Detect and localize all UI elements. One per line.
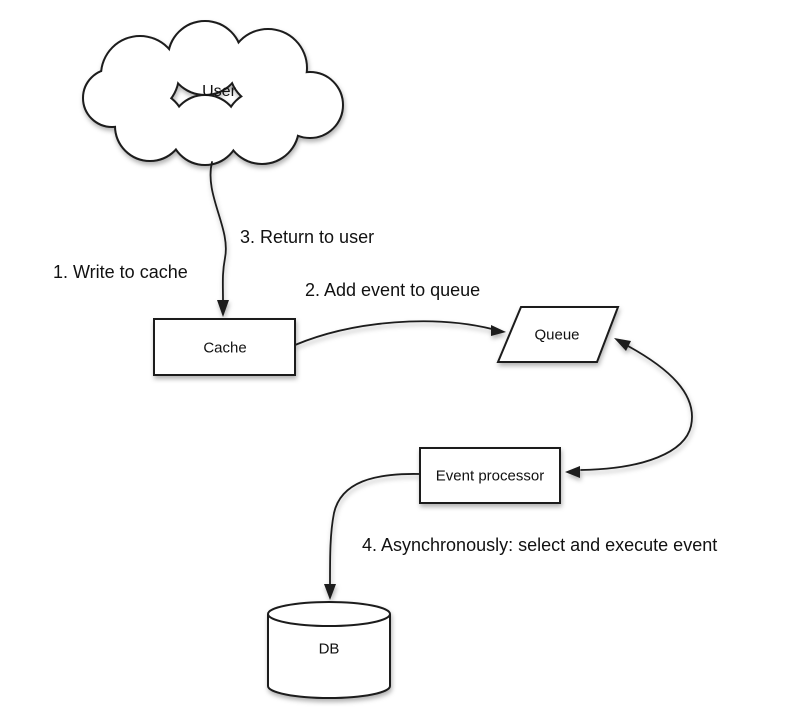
node-label-user: User: [202, 83, 236, 100]
event-processor-box-shape: [419, 447, 561, 504]
cache-box-shape: [153, 318, 296, 376]
node-label-cache: Cache: [203, 339, 247, 357]
edge-label-step1: 1. Write to cache: [53, 262, 188, 282]
arrowhead-into-cache: [217, 300, 229, 317]
db-cylinder-shape: [267, 601, 391, 699]
arrowhead-into-db: [324, 584, 336, 600]
edge-label-step2: 2. Add event to queue: [305, 280, 481, 300]
edge-label-step3: 3. Return to user: [240, 227, 375, 247]
node-label-event-processor: Event processor: [435, 467, 545, 485]
user-cloud-shape: [82, 20, 344, 166]
arrowhead-into-event-processor: [565, 466, 580, 478]
arrowhead-into-queue-left: [491, 325, 506, 336]
queue-parallelogram-shape: [496, 306, 620, 363]
arrowhead-into-queue-right: [614, 338, 631, 351]
edge-event-processor-to-db: [329, 473, 421, 585]
node-label-queue: Queue: [534, 326, 580, 344]
edge-cache-to-queue: [294, 320, 493, 346]
edge-user-to-cache: [209, 161, 227, 301]
edge-label-step4: 4. Asynchronously: select and execute ev…: [362, 535, 718, 555]
node-label-db: DB: [318, 640, 340, 658]
edge-queue-event-processor: [580, 345, 693, 471]
